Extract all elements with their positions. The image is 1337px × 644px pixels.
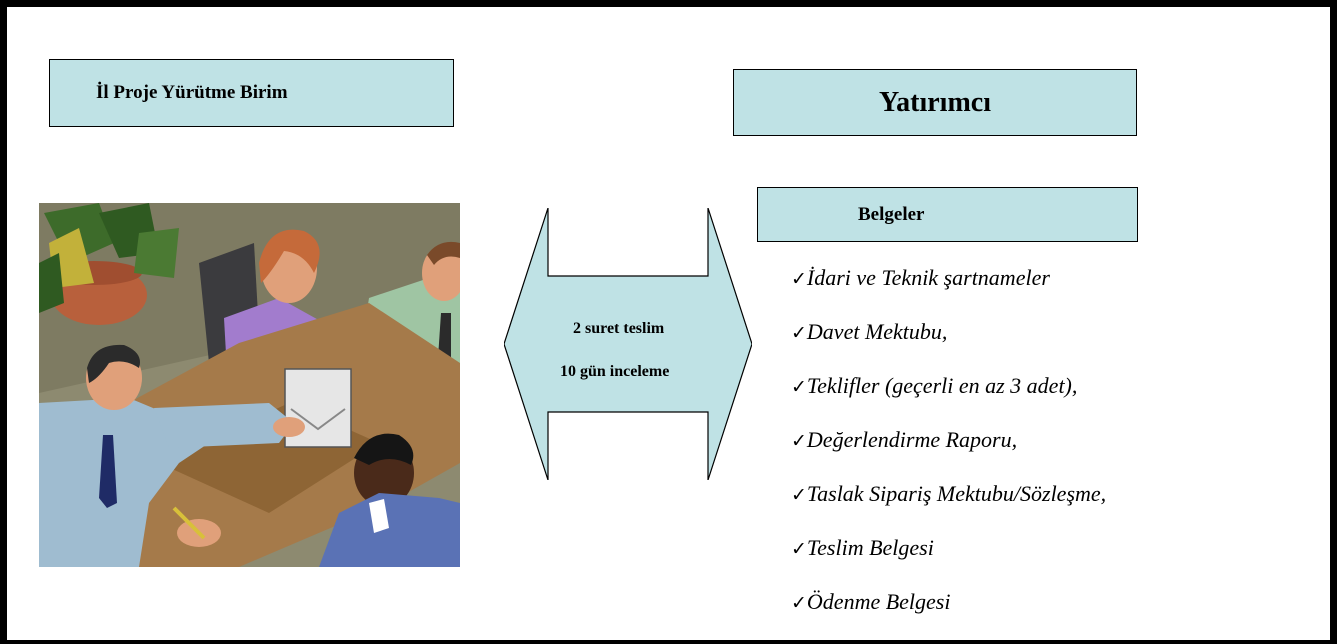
check-icon: ✓	[791, 484, 807, 506]
document-item: ✓Değerlendirme Raporu,	[791, 427, 1018, 452]
il-proje-yurutme-birim-label: İl Proje Yürütme Birim	[96, 82, 288, 103]
business-meeting-image	[39, 203, 460, 567]
belgeler-label: Belgeler	[858, 203, 925, 225]
check-icon: ✓	[791, 592, 807, 614]
il-proje-yurutme-birim-box: İl Proje Yürütme Birim	[49, 59, 454, 127]
check-icon: ✓	[791, 322, 807, 344]
arrow-line-2: 10 gün inceleme	[560, 363, 669, 380]
document-item: ✓Davet Mektubu,	[791, 319, 948, 344]
check-icon: ✓	[791, 538, 807, 560]
document-item: ✓İdari ve Teknik şartnameler	[791, 265, 1050, 290]
check-icon: ✓	[791, 268, 807, 290]
document-item: ✓Taslak Sipariş Mektubu/Sözleşme,	[791, 481, 1107, 506]
arrow-line-1: 2 suret teslim	[573, 320, 665, 337]
check-icon: ✓	[791, 376, 807, 398]
document-item: ✓Teklifler (geçerli en az 3 adet),	[791, 373, 1078, 398]
yatirimci-label: Yatırımcı	[879, 86, 991, 118]
document-item: ✓Teslim Belgesi	[791, 535, 934, 560]
document-item: ✓Ödenme Belgesi	[791, 589, 951, 614]
documents-list: ✓İdari ve Teknik şartnameler ✓Davet Mekt…	[791, 260, 1106, 638]
yatirimci-box: Yatırımcı	[733, 69, 1137, 136]
double-arrow-shape: 2 suret teslim 10 gün inceleme	[504, 208, 752, 480]
check-icon: ✓	[791, 430, 807, 452]
arrow-body	[504, 208, 752, 480]
belgeler-box: Belgeler	[757, 187, 1138, 242]
